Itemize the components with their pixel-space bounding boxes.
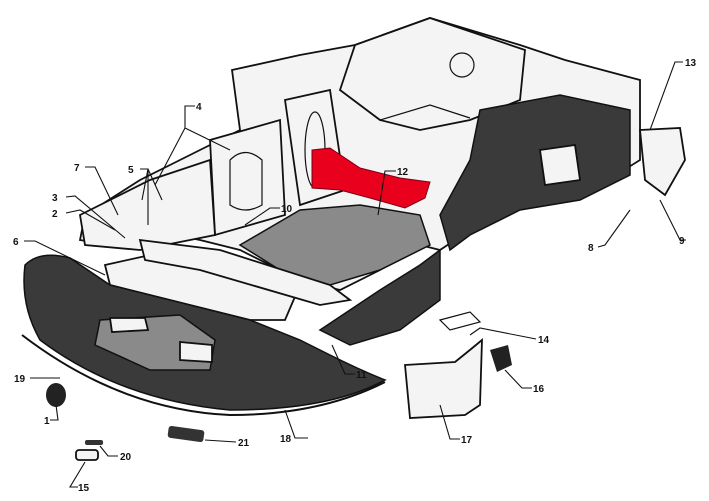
label-18: 18: [280, 434, 292, 445]
label-10: 10: [281, 204, 293, 215]
label-15: 15: [78, 483, 90, 494]
label-19: 19: [14, 374, 26, 385]
part-15: [75, 449, 99, 461]
label-4: 4: [196, 102, 202, 113]
label-6: 6: [13, 237, 19, 248]
label-17: 17: [461, 435, 473, 446]
label-13: 13: [685, 58, 697, 69]
part-14: [438, 311, 482, 331]
label-20: 20: [120, 452, 132, 463]
front-apron: [21, 254, 387, 416]
label-5: 5: [128, 165, 134, 176]
label-1: 1: [44, 416, 50, 427]
label-12: 12: [397, 167, 409, 178]
callout-labels: 1 2 3 4 5 6 7 8 9 10 11 12 13 14 15 16 1…: [13, 58, 697, 494]
label-11: 11: [356, 370, 367, 381]
part-1: [46, 383, 66, 407]
leader-lines: [24, 61, 686, 488]
label-8: 8: [588, 243, 594, 254]
label-16: 16: [533, 384, 545, 395]
label-14: 14: [538, 335, 550, 346]
label-3: 3: [52, 193, 58, 204]
part-17: [404, 338, 483, 419]
part-20: [85, 440, 103, 445]
part-13: [639, 127, 686, 197]
label-21: 21: [238, 438, 250, 449]
label-9: 9: [679, 236, 685, 247]
body-shell: [78, 17, 641, 346]
part-21: [167, 425, 205, 443]
highlighted-part-12: [311, 147, 431, 209]
label-2: 2: [52, 209, 58, 220]
label-7: 7: [74, 163, 80, 174]
part-16: [490, 345, 512, 372]
